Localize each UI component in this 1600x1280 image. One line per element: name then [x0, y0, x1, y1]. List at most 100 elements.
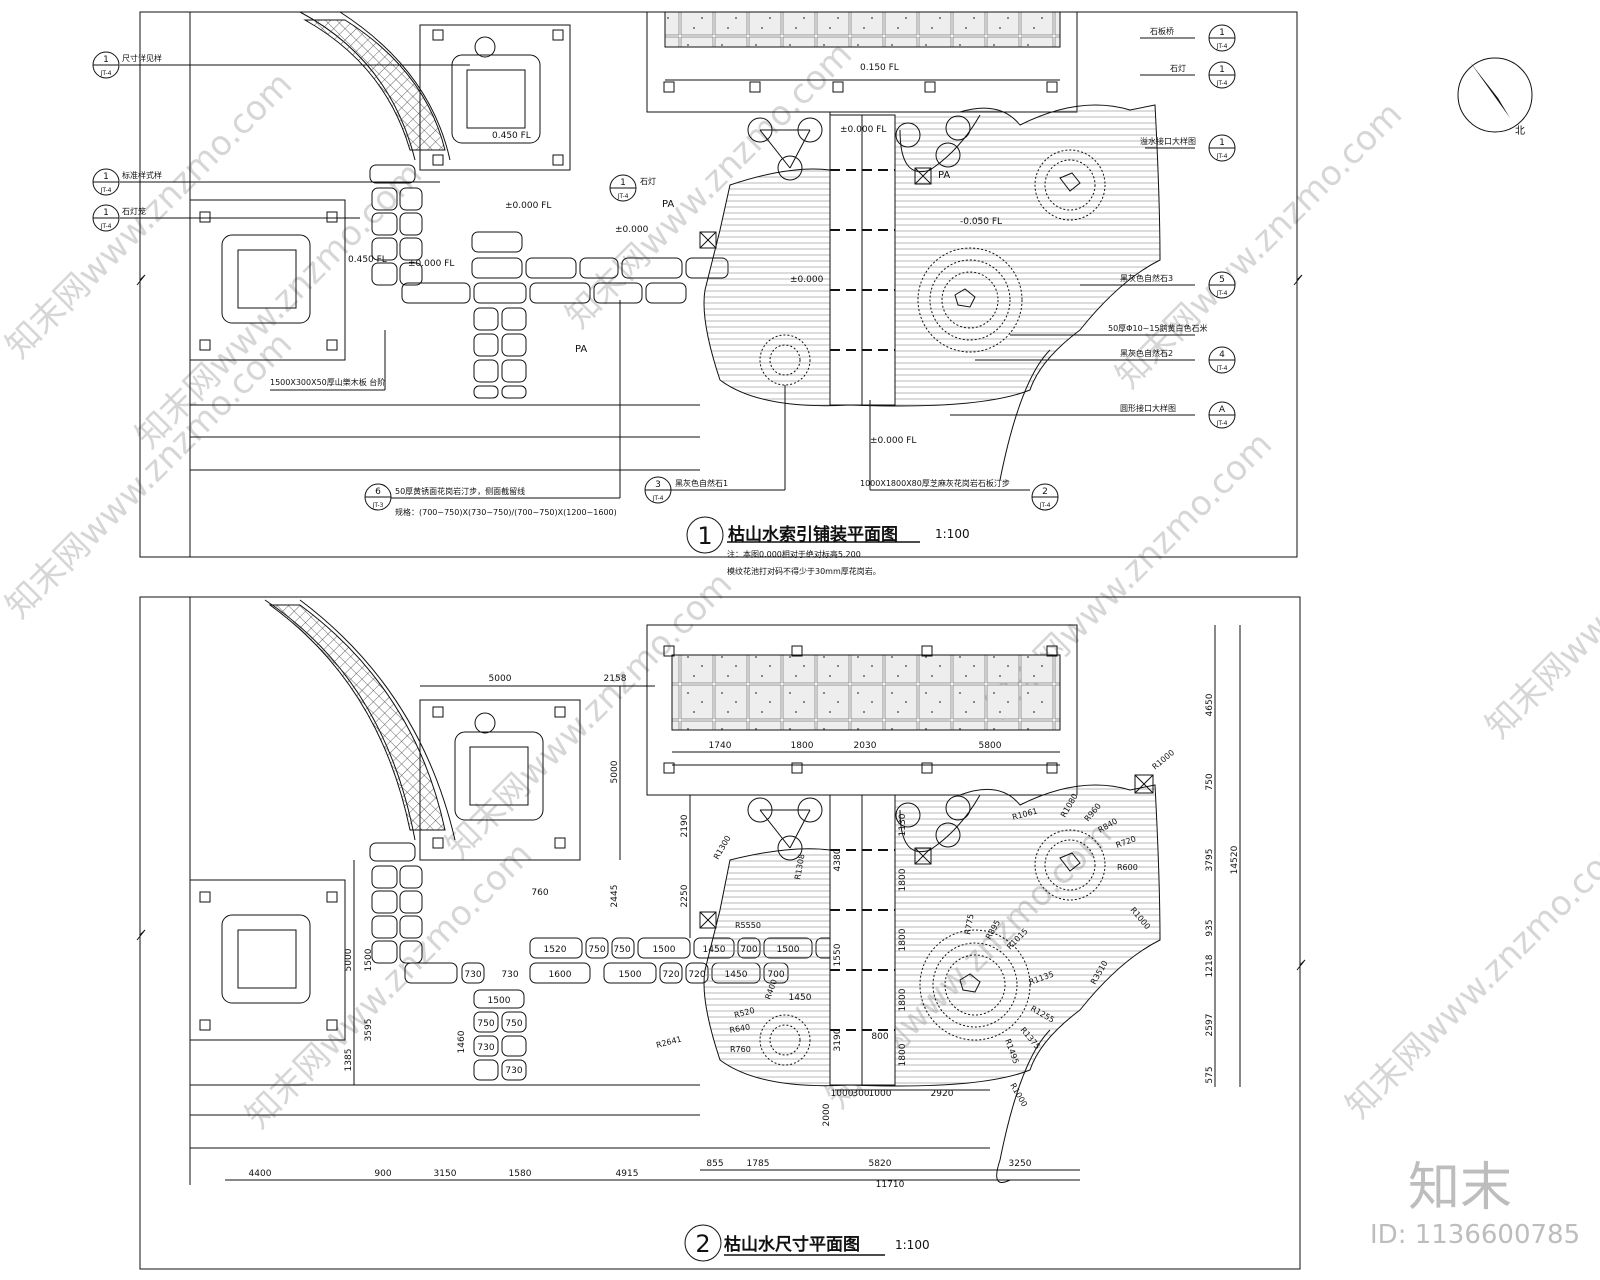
callout-num: 1	[1219, 28, 1225, 38]
rock-ring-2a	[1034, 829, 1106, 901]
dim-misc: 2920	[931, 1089, 954, 1099]
plan-1-callouts	[92, 24, 1236, 554]
watermark-text: 知末网www.znzmo.com	[1478, 444, 1600, 746]
rock-ring-2b	[919, 929, 1031, 1041]
callout-num: 1	[1219, 65, 1225, 75]
callout-num: 1	[103, 55, 109, 65]
callout-num: 6	[375, 487, 381, 497]
dim-stone: 1450	[725, 970, 748, 980]
dim-misc: 1460	[457, 1030, 467, 1053]
dim-misc: 1800	[898, 928, 908, 951]
dim-bottom: 4915	[616, 1169, 639, 1179]
dim-stone: 750	[505, 1019, 522, 1029]
dim-top: 2158	[604, 674, 627, 684]
rock-ring-2c	[759, 1014, 811, 1066]
radius-label: R1000	[1151, 748, 1177, 772]
tree-group-left	[747, 117, 823, 181]
plan-2-frame	[139, 596, 1301, 1270]
plan-1-number: 1	[697, 522, 712, 550]
callout-label: 1000X1800X80厚芝麻灰花岗岩石板汀步	[860, 478, 1010, 488]
callout-num: 2	[1042, 487, 1048, 497]
plan-1-scale: 1:100	[935, 527, 970, 541]
dim-total-bottom: 11710	[876, 1180, 905, 1190]
callout-sheet: JT-4	[100, 187, 112, 194]
callout-sheet: JT-4	[1216, 43, 1228, 50]
radius-label: R1000	[1008, 1082, 1029, 1109]
callout-sheet: JT-4	[100, 223, 112, 230]
callout-label: 石灯笼	[122, 206, 146, 216]
plan-2-title-block: 2 枯山水尺寸平面图 1:100	[684, 1224, 930, 1262]
dim-bottom: 855	[706, 1159, 723, 1169]
radius-label: R640	[729, 1022, 751, 1034]
brand-id: ID: 1136600785	[1370, 1220, 1581, 1250]
callout-sheet: JT-4	[1039, 502, 1051, 509]
callout-label: 石灯	[640, 176, 656, 186]
dim-bottom: 1580	[509, 1169, 532, 1179]
dry-garden-pond-2	[703, 784, 1161, 1087]
spec-label: 规格：(700~750)X(730~750)/(700~750)X(1200~1…	[395, 507, 617, 517]
callout-label: 石灯	[1170, 63, 1186, 73]
callout-num: 3	[655, 480, 661, 490]
tree-group-2	[747, 795, 971, 861]
callout-num: A	[1219, 405, 1226, 415]
dim-misc: 300	[852, 1089, 869, 1099]
dim-misc: 1130	[898, 813, 908, 836]
level-bottom: ±0.000 FL	[870, 436, 916, 446]
plan-2-dimensions: 5000 2158 1740 1800 2030 5800 4400 900 3…	[249, 674, 1240, 1190]
dim-misc: 1000	[831, 1089, 854, 1099]
dim-stone: 750	[477, 1019, 494, 1029]
callout-num: 5	[1219, 275, 1225, 285]
level-zero: ±0.000 FL	[505, 201, 551, 211]
dim-stone: 730	[477, 1043, 494, 1053]
watermark-text: 知末网www.znzmo.com	[1338, 824, 1600, 1126]
callout-sheet: JT-4	[617, 193, 629, 200]
dim-stone: 1450	[789, 993, 812, 1003]
rock-ring-3	[759, 334, 811, 386]
north-arrow: 北	[1457, 57, 1533, 137]
dim-misc: 2250	[680, 884, 690, 907]
level-pond: -0.050 FL	[960, 217, 1002, 227]
callout-sheet: JT-4	[1216, 420, 1228, 427]
dim-misc: 5000	[610, 760, 620, 783]
pa-label: PA	[662, 199, 674, 210]
dim-bottom: 900	[374, 1169, 391, 1179]
lamp-marker	[914, 167, 932, 185]
dim-stone: 1500	[488, 996, 511, 1006]
dim-stone: 1500	[777, 945, 800, 955]
callout-sheet: JT-4	[1216, 80, 1228, 87]
callout-label: 黑灰色自然石2	[1120, 348, 1173, 358]
brand-logo: 知末	[1408, 1158, 1513, 1218]
plan-1	[120, 11, 1303, 558]
dim-stone: 1500	[619, 970, 642, 980]
level-top: 0.150 FL	[860, 63, 899, 73]
dim-misc: 1000	[869, 1089, 892, 1099]
level-pav: 0.450 FL	[492, 131, 531, 141]
radius-label: R760	[730, 1045, 751, 1054]
pavilion-lower	[189, 199, 346, 361]
dim-total-right: 14520	[1230, 845, 1240, 874]
tree-group-right	[895, 115, 971, 168]
dim-stone: 750	[588, 945, 605, 955]
radius-label: R1308	[793, 853, 806, 880]
level-zero: ±0.000	[615, 225, 649, 235]
callout-sheet: JT-3	[372, 502, 384, 509]
dim-stone: 700	[740, 945, 757, 955]
dim-top: 5000	[489, 674, 512, 684]
dim-right: 575	[1205, 1066, 1215, 1083]
dim-pergola: 2030	[854, 741, 877, 751]
dim-stone: 750	[613, 945, 630, 955]
dim-misc: 2445	[610, 885, 620, 908]
callout-label: 尺寸详见样	[122, 53, 162, 63]
dim-misc: 3190	[833, 1028, 843, 1051]
stepping-stones-1	[369, 164, 729, 399]
dry-garden-pond-1	[703, 104, 1161, 407]
plan-2	[136, 596, 1306, 1270]
radius-label: R600	[1117, 863, 1138, 872]
dim-stone: 1450	[703, 945, 726, 955]
radius-label: R2641	[655, 1035, 682, 1050]
pavilion-lower-2	[189, 879, 346, 1041]
dim-bottom: 4400	[249, 1169, 272, 1179]
callout-sheet: JT-4	[1216, 365, 1228, 372]
dim-bottom: 5820	[869, 1159, 892, 1169]
